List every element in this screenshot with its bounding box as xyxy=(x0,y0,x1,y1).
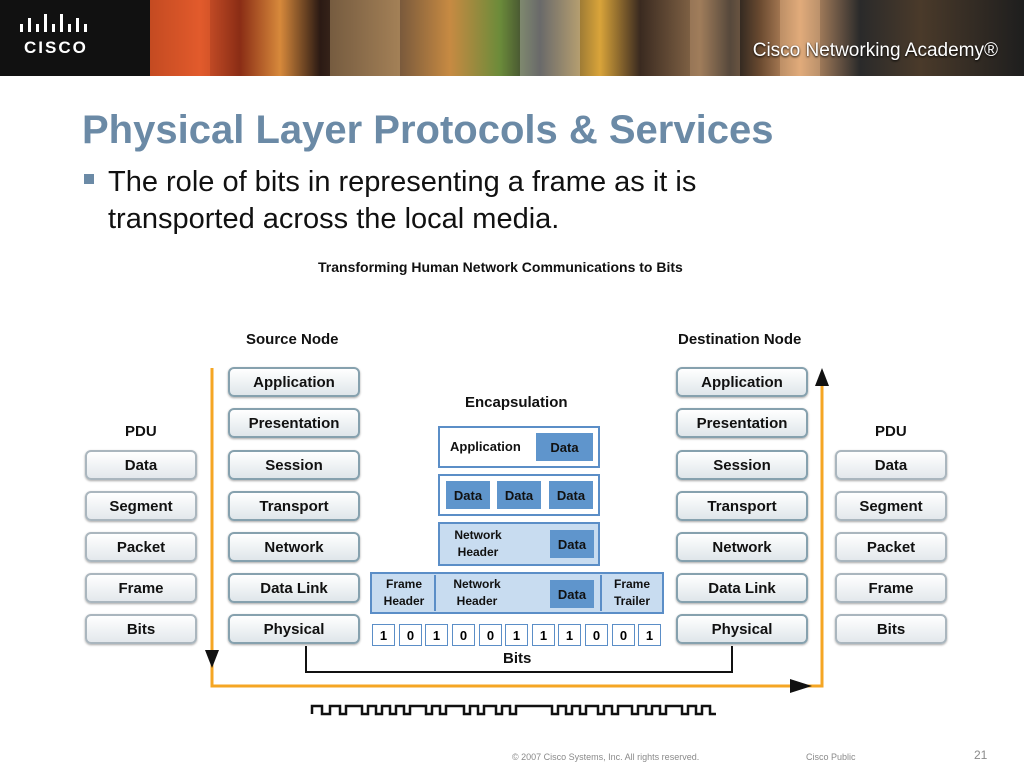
cisco-bars-icon xyxy=(20,14,87,32)
bullet-square-icon xyxy=(84,174,94,184)
footer-copyright: © 2007 Cisco Systems, Inc. All rights re… xyxy=(512,752,700,762)
footer-classification: Cisco Public xyxy=(806,752,856,762)
signal-waveform xyxy=(310,704,716,716)
enc-application-data: Data xyxy=(536,433,593,461)
bit-cell: 1 xyxy=(372,624,395,646)
bullet-text: The role of bits in representing a frame… xyxy=(108,166,697,235)
enc-frame-header: Frame Header xyxy=(374,575,436,611)
pdu-right-frame: Frame xyxy=(835,573,947,603)
bits-connector xyxy=(305,646,733,673)
up-arrow-icon xyxy=(815,368,829,386)
dest-layer-data-link: Data Link xyxy=(676,573,808,603)
bit-cell: 0 xyxy=(452,624,475,646)
bit-cell: 1 xyxy=(505,624,528,646)
diagram-title: Transforming Human Network Communication… xyxy=(318,259,683,275)
bit-cell: 1 xyxy=(638,624,661,646)
source-node-label: Source Node xyxy=(246,331,339,348)
bit-cell: 0 xyxy=(399,624,422,646)
right-arrow-icon xyxy=(790,679,812,693)
pdu-left-bits: Bits xyxy=(85,614,197,644)
source-layer-application: Application xyxy=(228,367,360,397)
pdu-right-packet: Packet xyxy=(835,532,947,562)
academy-title: Cisco Networking Academy® xyxy=(752,40,998,61)
source-layer-presentation: Presentation xyxy=(228,408,360,438)
pdu-left-segment: Segment xyxy=(85,491,197,521)
pdu-left-frame: Frame xyxy=(85,573,197,603)
bit-cell: 1 xyxy=(425,624,448,646)
destination-node-label: Destination Node xyxy=(678,331,802,348)
dest-layer-physical: Physical xyxy=(676,614,808,644)
bit-cell: 0 xyxy=(479,624,502,646)
pdu-right-segment: Segment xyxy=(835,491,947,521)
dest-layer-presentation: Presentation xyxy=(676,408,808,438)
slide-number: 21 xyxy=(974,748,988,762)
pdu-label-left: PDU xyxy=(125,423,157,440)
enc-application-box: Application Data xyxy=(438,426,600,468)
bit-cell: 1 xyxy=(558,624,581,646)
pdu-left-data: Data xyxy=(85,450,197,480)
page-title: Physical Layer Protocols & Services xyxy=(82,108,774,152)
enc-segments-box: Data Data Data xyxy=(438,474,600,516)
bit-cell: 0 xyxy=(585,624,608,646)
source-layer-data-link: Data Link xyxy=(228,573,360,603)
enc-segment-data-3: Data xyxy=(549,481,593,509)
enc-packet-network-header: Network Header xyxy=(442,526,514,562)
enc-frame-data: Data xyxy=(550,580,594,608)
pdu-right-data: Data xyxy=(835,450,947,480)
enc-application-label: Application xyxy=(450,439,521,454)
cisco-logo-text: CISCO xyxy=(24,38,88,57)
encapsulation-flow-line xyxy=(210,368,824,688)
enc-frame-trailer: Frame Trailer xyxy=(600,575,662,611)
pdu-left-packet: Packet xyxy=(85,532,197,562)
source-layer-network: Network xyxy=(228,532,360,562)
pdu-right-bits: Bits xyxy=(835,614,947,644)
dest-layer-network: Network xyxy=(676,532,808,562)
enc-frame-box: Frame Header Network Header Data Frame T… xyxy=(370,572,664,614)
dest-layer-application: Application xyxy=(676,367,808,397)
pdu-label-right: PDU xyxy=(875,423,907,440)
bit-cell: 0 xyxy=(612,624,635,646)
bits-label: Bits xyxy=(503,650,532,667)
header-banner: CISCO Cisco Networking Academy® xyxy=(0,0,1024,76)
enc-packet-box: Network Header Data xyxy=(438,522,600,566)
source-layer-transport: Transport xyxy=(228,491,360,521)
enc-packet-data: Data xyxy=(550,530,594,558)
dest-layer-session: Session xyxy=(676,450,808,480)
cisco-logo: CISCO xyxy=(18,14,98,62)
enc-frame-network-header: Network Header xyxy=(438,575,516,611)
dest-layer-transport: Transport xyxy=(676,491,808,521)
source-layer-physical: Physical xyxy=(228,614,360,644)
down-arrow-icon xyxy=(205,650,219,668)
source-layer-session: Session xyxy=(228,450,360,480)
enc-segment-data-2: Data xyxy=(497,481,541,509)
encapsulation-label: Encapsulation xyxy=(465,394,568,411)
enc-segment-data-1: Data xyxy=(446,481,490,509)
bit-cell: 1 xyxy=(532,624,555,646)
